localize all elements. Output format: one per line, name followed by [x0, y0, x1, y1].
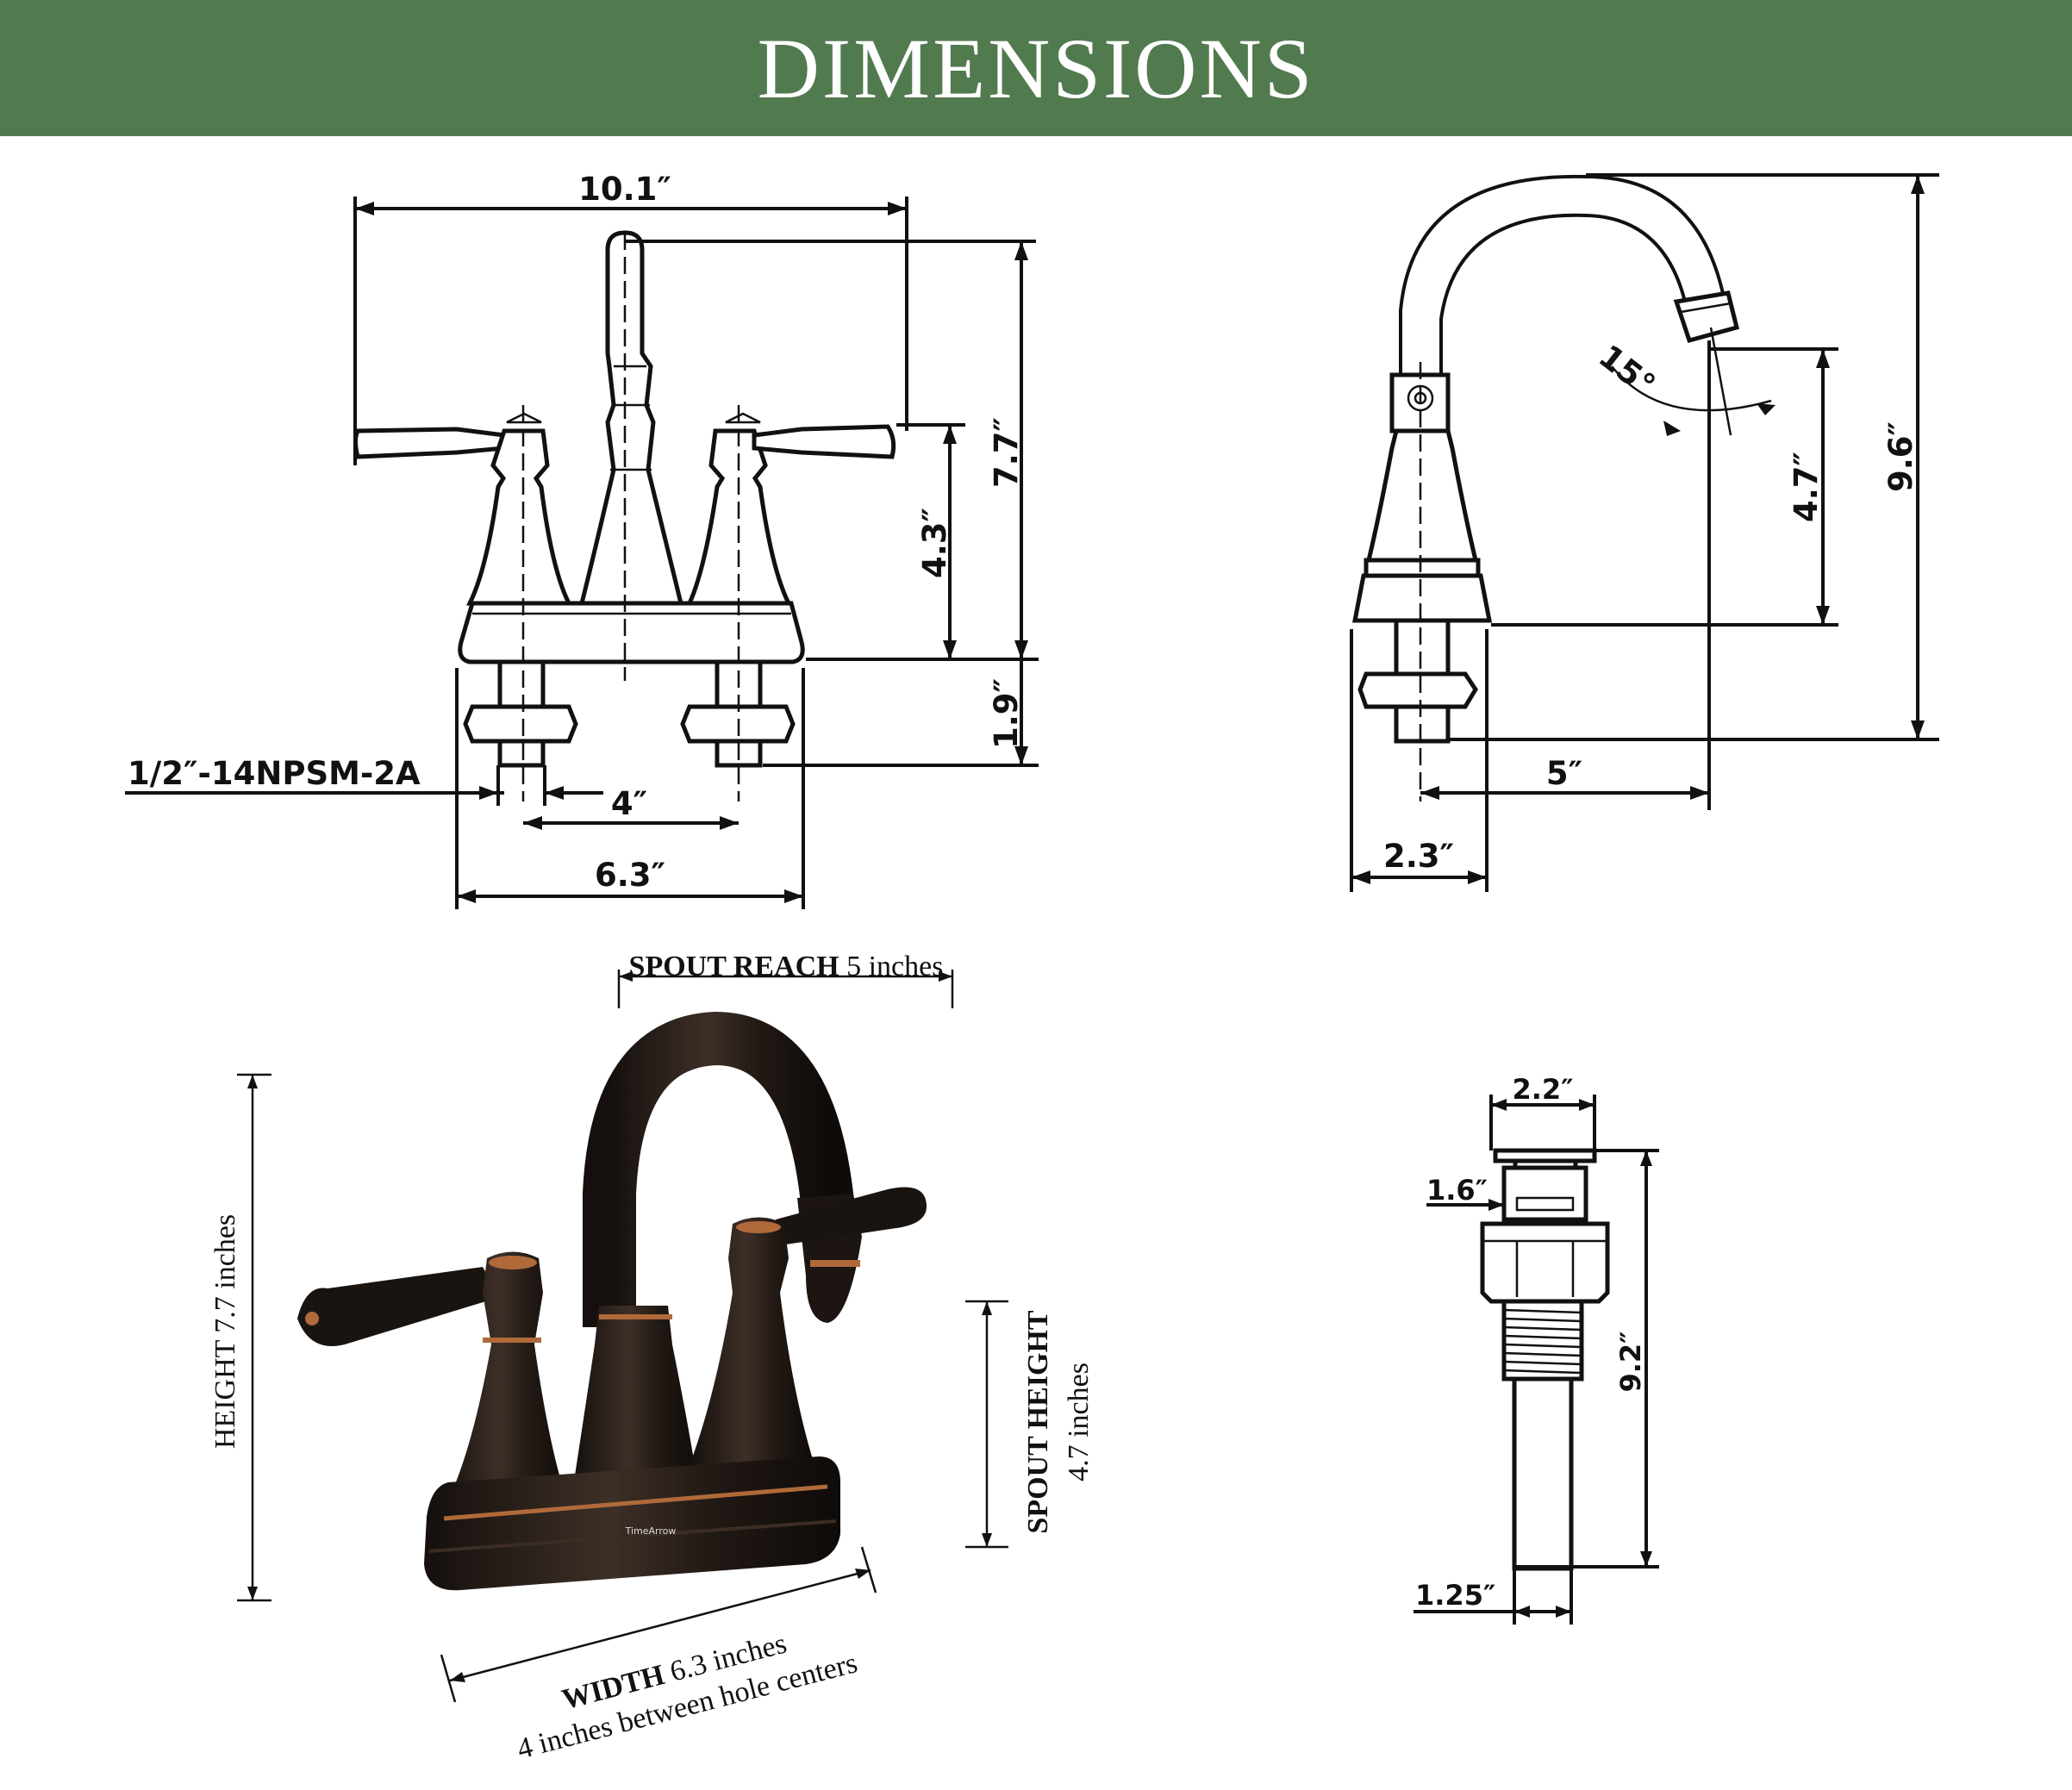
front-spout-height-label: 4.3″: [916, 508, 953, 578]
drain-view-drawing: 2.2″ 1.6″ 9.2″ 1.25″: [1414, 1073, 1659, 1625]
drain-cap-height-label: 1.6″: [1426, 1174, 1488, 1207]
spout-height-caption-label: SPOUT HEIGHT: [1022, 1310, 1054, 1533]
side-faucet-outline: [1351, 174, 1740, 801]
product-photo: SPOUT REACH 5 inches HEIGHT 7.7 inches S…: [209, 951, 1095, 1766]
spout-angle-label: 15°: [1592, 338, 1663, 404]
drain-pipe-diameter-label: 1.25″: [1415, 1579, 1495, 1612]
side-view-drawing: 15° 4.7″ 9.6″ 5″ 2.3″: [1350, 173, 1939, 892]
front-total-height-label: 7.7″: [988, 417, 1025, 488]
front-view-drawing: 10.1″ 7.7″ 4.3″ 1.9″ 1/2″-14NPSM-2A 4″ 6…: [125, 171, 1039, 909]
drain-total-length-label: 9.2″: [1614, 1332, 1647, 1393]
brand-logo: TimeArrow: [625, 1525, 677, 1537]
drain-outline: [1480, 1148, 1610, 1571]
base-width-label: 6.3″: [595, 857, 665, 894]
spout-height-caption-value: 4.7 inches: [1063, 1363, 1095, 1481]
spout-reach-label: 5″: [1546, 755, 1582, 792]
side-total-height-label: 9.6″: [1882, 421, 1919, 492]
faucet-photo: TimeArrow: [297, 1011, 927, 1591]
front-shank-length-label: 1.9″: [988, 678, 1025, 749]
drain-cap-width-label: 2.2″: [1513, 1073, 1574, 1106]
front-dimension-lines: [125, 196, 1039, 909]
side-spout-height-label: 4.7″: [1788, 452, 1825, 522]
drain-dimension-lines: [1414, 1095, 1659, 1625]
header-banner: DIMENSIONS: [0, 0, 2072, 136]
side-dimension-lines: [1350, 173, 1939, 892]
front-overall-width-label: 10.1″: [578, 171, 671, 208]
thread-spec-label: 1/2″-14NPSM-2A: [128, 755, 421, 792]
base-depth-label: 2.3″: [1383, 838, 1454, 875]
spout-reach-caption: SPOUT REACH 5 inches: [629, 951, 944, 982]
page-title: DIMENSIONS: [757, 20, 1315, 116]
center-spacing-label: 4″: [611, 785, 647, 822]
height-caption: HEIGHT 7.7 inches: [209, 1214, 241, 1449]
front-faucet-outline: [353, 230, 896, 801]
